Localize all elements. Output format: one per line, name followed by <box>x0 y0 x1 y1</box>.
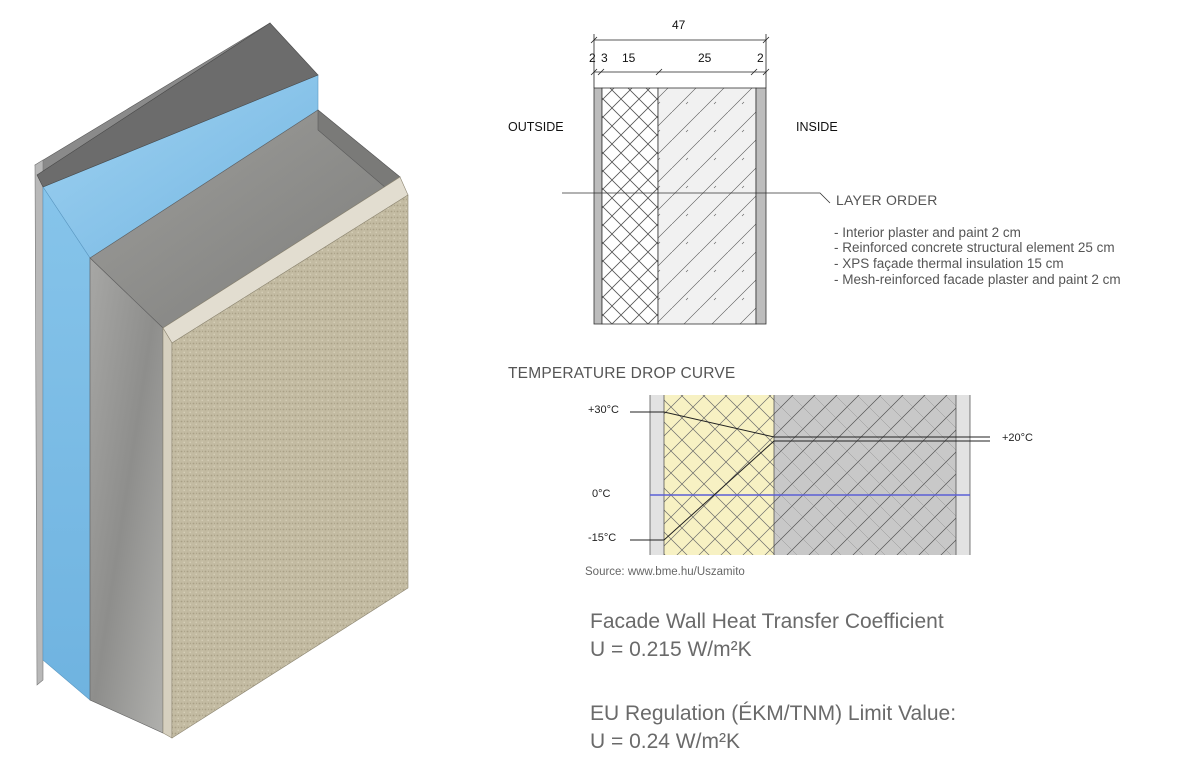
layer-order-title: LAYER ORDER <box>836 192 938 208</box>
dim-concrete: 25 <box>698 51 712 65</box>
temp-xps-layer <box>664 395 774 555</box>
temp-concrete-layer <box>774 395 956 555</box>
section-concrete-layer <box>657 87 757 325</box>
facade-coefficient-title: Facade Wall Heat Transfer Coefficient <box>590 610 944 633</box>
winter-temperature-curve <box>630 440 990 541</box>
temperature-curve-title: TEMPERATURE DROP CURVE <box>508 365 736 382</box>
limit-value: U = 0.24 W/m²K <box>590 730 740 753</box>
section-xps-layer <box>601 87 659 325</box>
outside-label: OUTSIDE <box>508 120 564 134</box>
summer-temperature-curve <box>630 411 990 438</box>
section-plaster-layer <box>755 87 767 325</box>
temp-plaster-layer <box>956 395 970 555</box>
temp-label-plus30: +30°C <box>588 404 620 416</box>
render-front-face <box>171 194 409 739</box>
temp-label-plus20: +20°C <box>1002 432 1034 444</box>
layer-order-item: - Interior plaster and paint 2 cm <box>834 225 1021 240</box>
temp-label-minus15: -15°C <box>588 532 617 544</box>
dim-adhesive: 3 <box>601 51 608 65</box>
temp-label-zero: 0°C <box>592 488 611 500</box>
dimension-lines <box>590 34 770 88</box>
dim-xps: 15 <box>622 51 636 65</box>
dim-plaster: 2 <box>757 51 764 65</box>
layer-order-leader <box>562 192 831 204</box>
interior-plaster-side <box>34 159 44 686</box>
dim-total: 47 <box>672 18 686 32</box>
section-render-layer <box>593 87 603 325</box>
dim-render: 2 <box>589 51 596 65</box>
layer-order-item: - Reinforced concrete structural element… <box>834 240 1115 255</box>
source-caption: Source: www.bme.hu/Uszamito <box>585 566 745 578</box>
layer-order-item: - XPS façade thermal insulation 15 cm <box>834 256 1064 271</box>
wall-3d-illustration <box>34 22 409 739</box>
limit-value-title: EU Regulation (ÉKM/TNM) Limit Value: <box>590 702 957 725</box>
facade-coefficient-value: U = 0.215 W/m²K <box>590 638 752 661</box>
temperature-curve-diagram <box>630 395 990 555</box>
layer-order-item: - Mesh-reinforced facade plaster and pai… <box>834 272 1121 287</box>
temp-render-layer <box>650 395 664 555</box>
xps-right-edge <box>36 22 319 188</box>
inside-label: INSIDE <box>796 120 838 134</box>
